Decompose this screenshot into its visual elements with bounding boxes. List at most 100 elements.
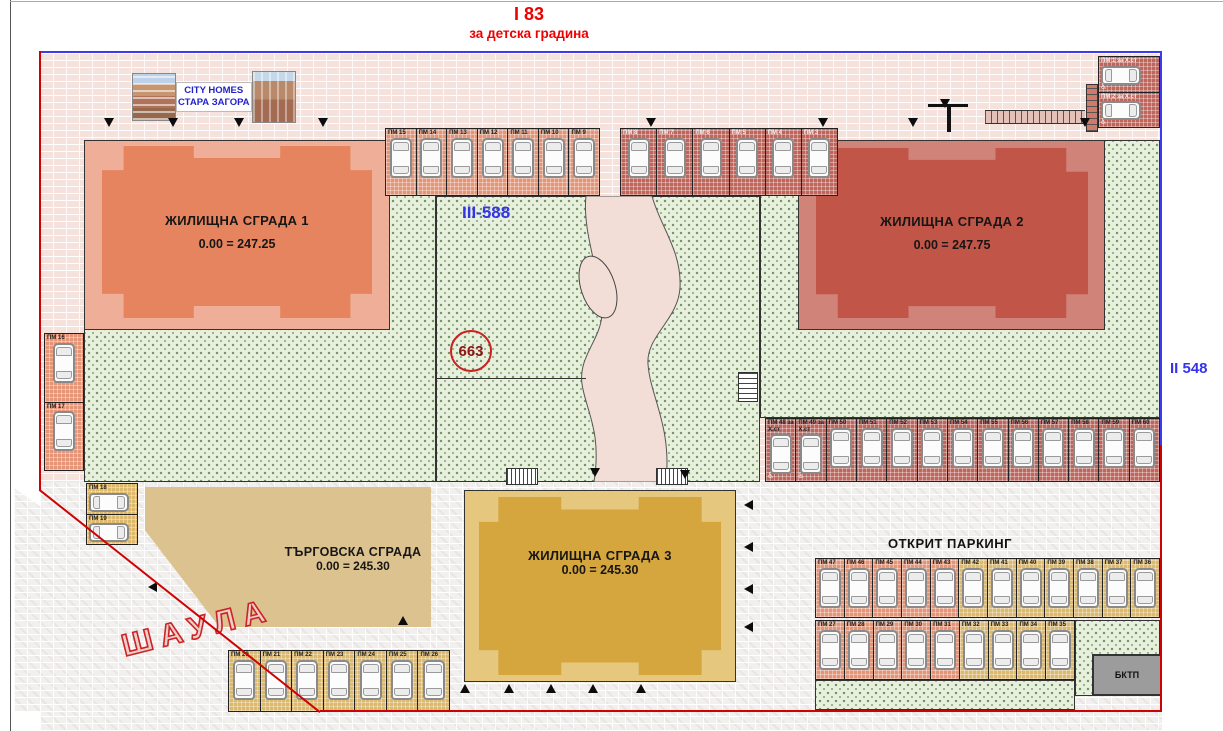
crane-mast-icon bbox=[947, 106, 951, 132]
stairs-icon bbox=[506, 468, 538, 485]
car-icon bbox=[573, 137, 596, 178]
car-icon bbox=[799, 434, 822, 475]
entrance-arrow-icon bbox=[744, 584, 753, 594]
parking-stall-label: ПМ 59 bbox=[1101, 420, 1120, 426]
car-icon bbox=[481, 137, 504, 178]
green-subdivision-line bbox=[436, 378, 586, 379]
entrance-arrow-icon bbox=[636, 684, 646, 693]
boundary-east-blue-line bbox=[1160, 51, 1162, 447]
parking-stall-label: ПМ 15 bbox=[388, 130, 406, 136]
parking-stall-label: ПМ 48 за Х.ст bbox=[768, 420, 794, 433]
car-icon bbox=[53, 411, 75, 452]
parking-stall: ПМ 43 bbox=[930, 559, 960, 617]
parking-stall-label: ПМ 43 bbox=[932, 560, 951, 566]
entrance-arrow-icon bbox=[588, 684, 598, 693]
parking-stall-label: ПМ 10 bbox=[540, 130, 559, 136]
car-icon bbox=[818, 567, 841, 608]
boundary-south-red-line bbox=[320, 710, 1162, 712]
entrance-arrow-icon bbox=[504, 684, 514, 693]
car-icon bbox=[933, 567, 956, 608]
parking-stall: ПМ 35 bbox=[1046, 621, 1075, 679]
parking-stall: ПМ 4 bbox=[766, 129, 802, 195]
parking-stall: ПМ 46 bbox=[844, 559, 874, 617]
building-3-name: ЖИЛИЩНА СГРАДА 3 bbox=[528, 548, 672, 563]
commercial-building-name: ТЪРГОВСКА СГРАДА bbox=[284, 545, 422, 559]
car-icon bbox=[53, 342, 75, 383]
parking-stall: ПМ 58 bbox=[1069, 419, 1100, 481]
parking-stall-label: ПМ 2 за Х.ст bbox=[1101, 93, 1137, 100]
wheelchair-icon: ♿ bbox=[1100, 117, 1108, 126]
parking-stall: ПМ 12 bbox=[478, 129, 509, 195]
parking-stall-label: ПМ 36 bbox=[1133, 560, 1152, 566]
entrance-arrow-icon bbox=[398, 616, 408, 625]
parking-stall: ПМ 30 bbox=[902, 621, 932, 679]
zone-ref-label: III-588 bbox=[462, 203, 511, 222]
parking-stall: ПМ 25 bbox=[387, 651, 419, 711]
parking-stall: ПМ 41 bbox=[988, 559, 1017, 617]
entrance-arrow-icon bbox=[646, 118, 656, 127]
car-icon bbox=[990, 567, 1013, 608]
parking-stall-label: ПМ 29 bbox=[875, 622, 894, 628]
car-icon bbox=[876, 567, 899, 608]
parking-stall: ПМ 54 bbox=[948, 419, 979, 481]
boundary-west-red-line bbox=[39, 51, 41, 490]
parking-stall: ПМ 39 bbox=[1045, 559, 1075, 617]
building-photo-thumbnail bbox=[251, 71, 296, 123]
parking-stall: ПМ 40 bbox=[1016, 559, 1046, 617]
parking-row-west-lower: ПМ 18 ПМ 19 bbox=[86, 483, 138, 545]
parking-row-open-2: ПМ 27 ПМ 28 ПМ 29 ПМ 30 ПМ 31 bbox=[815, 620, 1075, 680]
building-2-name: ЖИЛИЩНА СГРАДА 2 bbox=[880, 214, 1024, 229]
entrance-arrow-icon bbox=[680, 470, 690, 479]
building-3-elevation: 0.00 = 245.30 bbox=[561, 563, 639, 577]
parking-stall: ПМ 31 bbox=[931, 621, 960, 679]
parking-stall-label: ПМ 20 bbox=[231, 652, 249, 658]
parking-stall-label: ПМ 37 bbox=[1104, 560, 1123, 566]
entrance-arrow-icon bbox=[908, 118, 918, 127]
parking-stall-label: ПМ 24 bbox=[357, 652, 375, 658]
car-icon bbox=[1133, 427, 1156, 468]
parking-stall: ПМ 5 bbox=[730, 129, 766, 195]
car-icon bbox=[769, 434, 792, 475]
car-icon bbox=[663, 137, 686, 178]
entrance-arrow-icon bbox=[460, 684, 470, 693]
parking-stall-label: ПМ 50 bbox=[828, 420, 847, 426]
plot-ref-label: I 83 bbox=[513, 4, 545, 24]
parking-stall: ПМ 22 bbox=[292, 651, 324, 711]
parking-stall-label: ПМ 30 bbox=[904, 622, 922, 628]
parking-stall: ПМ 47 bbox=[816, 559, 845, 617]
entrance-arrow-icon bbox=[744, 622, 753, 632]
car-icon bbox=[1105, 567, 1128, 608]
parking-stall: ПМ 26 bbox=[418, 651, 449, 711]
entrance-arrow-icon bbox=[318, 118, 328, 127]
parking-stall-label: ПМ 9 bbox=[571, 130, 586, 136]
developer-name: CITY HOMES bbox=[184, 85, 244, 97]
car-icon bbox=[1103, 427, 1126, 468]
parking-stall: ПМ 3 bbox=[802, 129, 837, 195]
frame-left-line bbox=[10, 0, 11, 731]
car-icon bbox=[860, 427, 883, 468]
crane-icon bbox=[940, 99, 950, 108]
parking-stall-label: ПМ 52 bbox=[889, 420, 907, 426]
car-icon bbox=[422, 659, 445, 700]
parking-stall: ПМ 49 за Х.ст ♿ bbox=[796, 419, 827, 481]
parking-stall: ПМ 44 bbox=[902, 559, 931, 617]
car-icon bbox=[699, 137, 722, 178]
parking-stall: ПМ 14 bbox=[417, 129, 448, 195]
parking-stall-label: ПМ 5 bbox=[731, 130, 746, 136]
commercial-building-label: ТЪРГОВСКА СГРАДА 0.00 = 245.30 bbox=[258, 545, 448, 573]
car-icon bbox=[991, 629, 1014, 670]
parking-stall-label: ПМ 60 bbox=[1131, 420, 1150, 426]
parking-stall: ПМ 21 bbox=[261, 651, 293, 711]
parking-stall: ПМ 8 bbox=[621, 129, 658, 195]
parking-stall: ПМ 6 bbox=[693, 129, 730, 195]
car-icon bbox=[921, 427, 944, 468]
building-1-name: ЖИЛИЩНА СГРАДА 1 bbox=[165, 213, 309, 228]
car-icon bbox=[1019, 567, 1042, 608]
parking-stall-label: ПМ 47 bbox=[818, 560, 836, 566]
parking-stall-label: ПМ 26 bbox=[420, 652, 439, 658]
car-icon bbox=[1020, 629, 1043, 670]
entrance-arrow-icon bbox=[744, 500, 753, 510]
car-icon bbox=[233, 659, 256, 700]
parking-stall: ПМ 13 bbox=[447, 129, 478, 195]
parking-stall-label: ПМ 1 за Х.ст bbox=[1101, 58, 1137, 64]
